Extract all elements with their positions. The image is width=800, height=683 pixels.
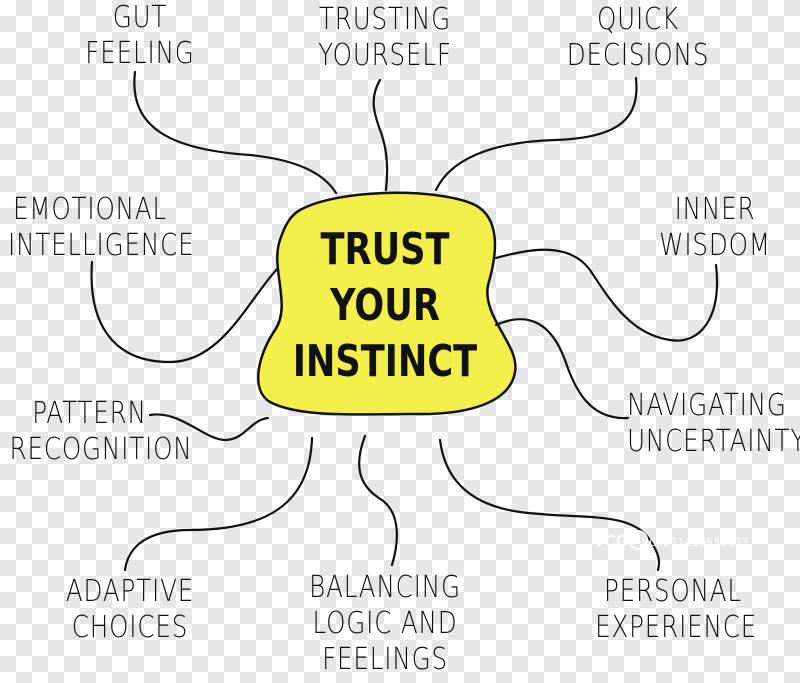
branch-personal-experience bbox=[438, 438, 661, 572]
node-gut-feeling: Gut feeling bbox=[83, 0, 198, 72]
center-blob bbox=[256, 191, 517, 416]
watermark: VCG VCG211490538133 bbox=[580, 508, 800, 572]
node-label-line: yourself bbox=[318, 38, 452, 73]
node-pattern-recognition: Pattern recognition bbox=[9, 396, 193, 468]
node-navigating-uncertainty: Navigating uncertainty bbox=[627, 388, 800, 460]
node-label-line: wisdom bbox=[659, 228, 771, 263]
branch-inner-wisdom bbox=[494, 248, 719, 342]
center-title-line: instinct bbox=[292, 336, 478, 387]
node-label-line: Personal bbox=[604, 574, 742, 609]
node-label-line: recognition bbox=[9, 432, 193, 467]
node-label-line: Balancing bbox=[309, 570, 461, 605]
node-label-line: logic and bbox=[312, 606, 458, 641]
node-personal-experience: Personal experience bbox=[595, 574, 758, 646]
node-label-line: Inner bbox=[674, 192, 756, 227]
branch-pattern-recognition bbox=[148, 413, 270, 442]
node-label-line: Trusting bbox=[318, 2, 452, 37]
node-label-line: Pattern bbox=[32, 396, 147, 431]
branch-navigating-uncertainty bbox=[494, 318, 630, 420]
node-label-line: intelligence bbox=[8, 228, 195, 263]
node-label-line: Quick bbox=[596, 2, 680, 37]
node-label-line: Adaptive bbox=[65, 574, 195, 609]
center-title-line: Trust bbox=[320, 224, 450, 275]
node-label-line: decisions bbox=[566, 38, 710, 73]
branch-quick-decisions bbox=[434, 76, 638, 192]
node-label-line: feelings bbox=[322, 642, 448, 677]
node-inner-wisdom: Inner wisdom bbox=[654, 192, 777, 264]
node-label-line: choices bbox=[71, 610, 189, 645]
node-quick-decisions: Quick decisions bbox=[564, 2, 712, 74]
branch-balancing-logic bbox=[358, 434, 398, 567]
branch-adaptive-choices bbox=[123, 436, 314, 572]
branch-gut-feeling bbox=[133, 70, 338, 195]
node-label-line: Gut bbox=[112, 0, 168, 35]
branch-trusting-yourself bbox=[372, 78, 389, 192]
watermark-text: VCG211490538133 bbox=[642, 536, 749, 549]
node-trusting-yourself: Trusting yourself bbox=[307, 2, 463, 74]
node-label-line: feeling bbox=[85, 36, 195, 71]
node-adaptive-choices: Adaptive choices bbox=[64, 574, 195, 646]
branch-emotional-intelligence bbox=[90, 260, 280, 364]
node-label-line: Navigating bbox=[627, 388, 787, 423]
node-label-line: uncertainty bbox=[627, 424, 800, 459]
node-emotional-intelligence: Emotional intelligence bbox=[8, 192, 195, 264]
node-label-line: experience bbox=[595, 610, 758, 645]
center-title-line: your bbox=[330, 280, 440, 331]
node-balancing-logic: Balancing logic and feelings bbox=[307, 570, 463, 678]
vcg-logo-icon: VCG bbox=[594, 530, 648, 550]
center-title: Trust your instinct bbox=[289, 222, 481, 390]
node-label-line: Emotional bbox=[12, 192, 168, 227]
svg-text:VCG: VCG bbox=[594, 533, 629, 550]
